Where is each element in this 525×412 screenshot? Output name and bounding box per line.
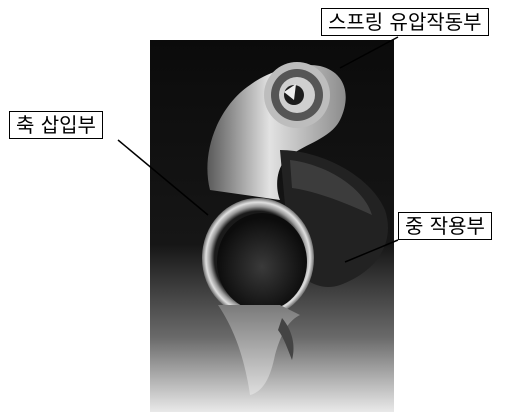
- leader-line-load: [344, 239, 399, 263]
- shaft-bore: [217, 213, 307, 311]
- spring-bore-mark: [284, 84, 296, 100]
- callout-load-section: 중 작용부: [398, 212, 492, 240]
- callout-shaft-insert: 축 삽입부: [9, 111, 103, 139]
- leader-line-shaft: [117, 139, 209, 216]
- leader-line-spring: [339, 36, 399, 69]
- part-lower-tail-shadow: [278, 318, 294, 360]
- callout-spring-hydraulic: 스프링 유압작동부: [321, 8, 489, 36]
- part-dark-body-highlight: [290, 160, 372, 215]
